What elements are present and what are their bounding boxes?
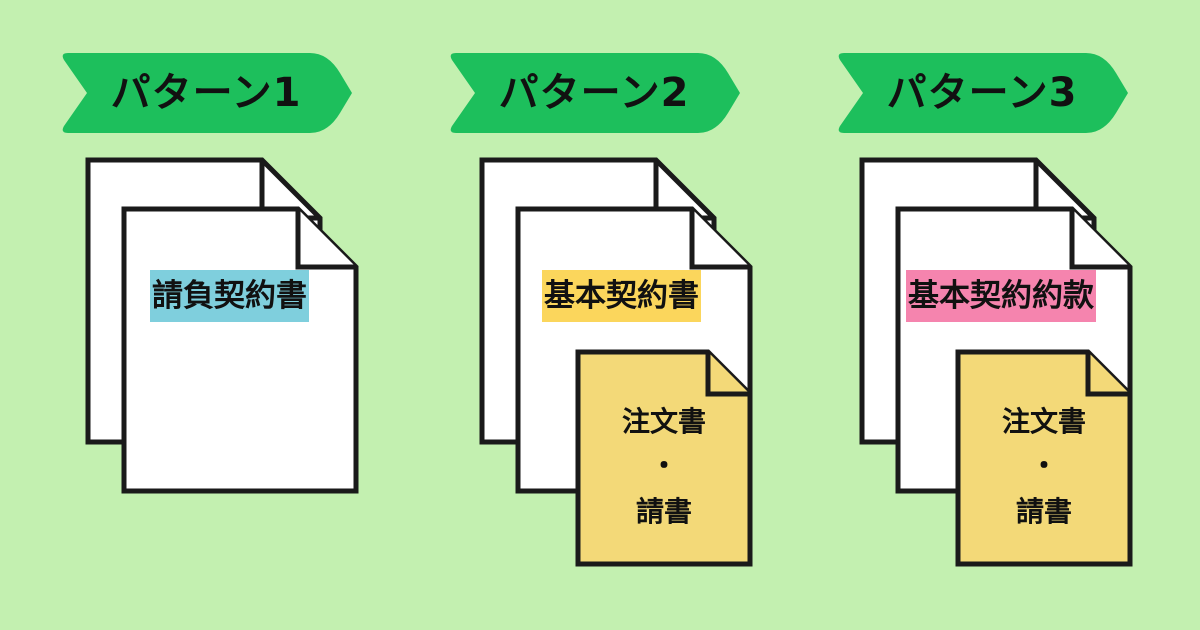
pattern-title: パターン3: [886, 70, 1078, 116]
sub-document-line2: 請書: [635, 495, 692, 528]
main-document-label: 基本契約約款: [906, 270, 1096, 322]
banner-arrow-shape: [450, 53, 740, 133]
sub-document-separator: ・: [649, 449, 678, 482]
sub-document-line2: 請書: [1015, 495, 1072, 528]
pattern-banner: パターン2: [448, 53, 740, 133]
banner-arrow-shape: [62, 53, 352, 133]
main-document-label: 請負契約書: [150, 270, 309, 322]
document-icon: [955, 349, 1133, 567]
document-icon: [121, 206, 359, 494]
banner-arrow-shape: [838, 53, 1128, 133]
document-icon: [575, 349, 753, 567]
pattern-title: パターン2: [498, 70, 690, 116]
pattern-banner: パターン1: [60, 53, 352, 133]
pattern-1: パターン1 請負契約書: [0, 0, 400, 630]
sub-document-line1: 注文書: [621, 405, 706, 438]
pattern-banner: パターン3: [836, 53, 1128, 133]
pattern-3: パターン3 基本契約約款 注文書 ・ 請書: [776, 0, 1176, 630]
pattern-2: パターン2 基本契約書 注文書 ・ 請書: [388, 0, 788, 630]
pattern-title: パターン1: [110, 70, 302, 116]
sub-document-line1: 注文書: [1001, 405, 1086, 438]
sub-document-separator: ・: [1029, 449, 1058, 482]
main-document-label: 基本契約書: [542, 270, 701, 322]
